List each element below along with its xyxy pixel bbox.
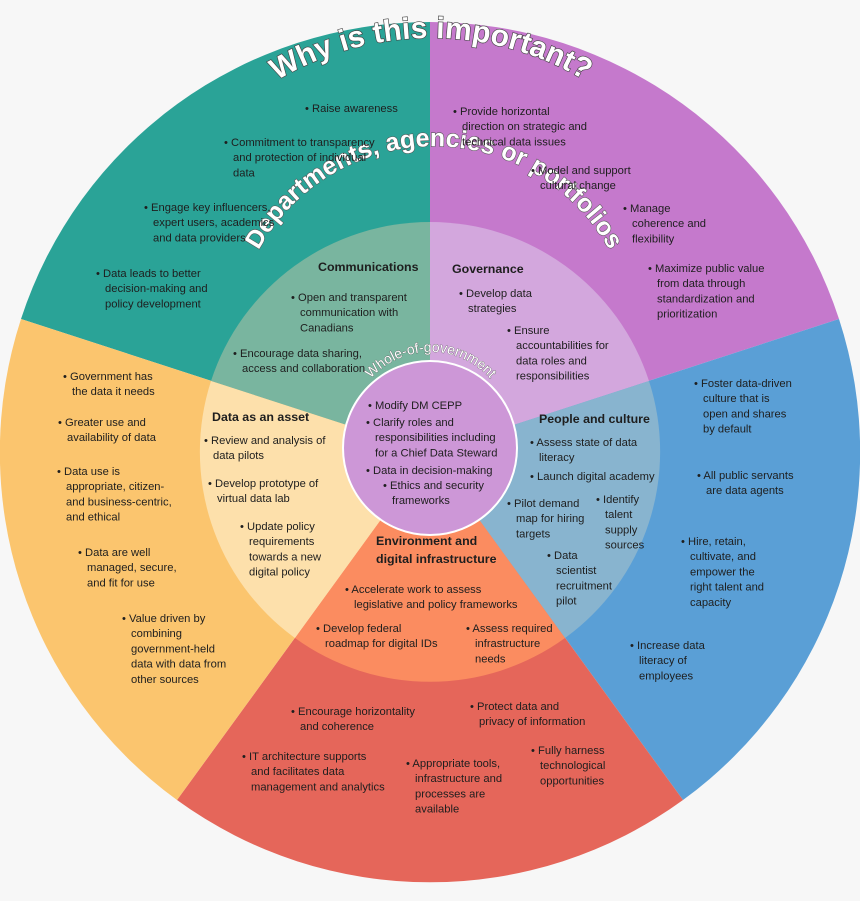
middle-governance-header: Governance bbox=[452, 262, 524, 276]
outer-communications-item-1: • Raise awareness bbox=[305, 103, 398, 115]
outer-communications-item-3: • Engage key influencers,expert users, a… bbox=[144, 202, 275, 244]
middle-communications-header: Communications bbox=[318, 260, 419, 274]
middle-sector-environment bbox=[295, 452, 565, 682]
middle-data-asset-header: Data as an asset bbox=[212, 410, 309, 424]
middle-people-header: People and culture bbox=[539, 412, 650, 426]
middle-people-item-2: • Launch digital academy bbox=[530, 471, 655, 483]
whole-of-government-core bbox=[342, 360, 518, 536]
middle-communications-item-2: • Encourage data sharing,access and coll… bbox=[233, 348, 365, 375]
core-item-1: • Modify DM CEPP bbox=[368, 400, 462, 412]
core-item-3: • Data in decision-making bbox=[366, 465, 492, 477]
